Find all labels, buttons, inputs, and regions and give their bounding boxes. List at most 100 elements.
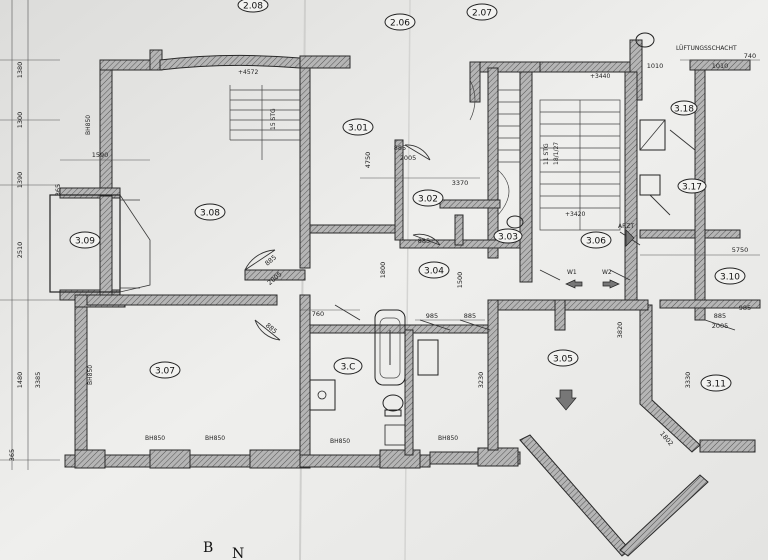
svg-text:3.09: 3.09 [75,237,95,247]
room-labels: 3.08 3.09 3.07 3.01 3.02 3.03 3.04 3.C 3… [69,0,746,392]
room-3-09-outline [49,194,121,293]
svg-text:1380: 1380 [16,62,24,79]
annotations: +4572 +3420 +3440 LÜFTUNGSSCHACHT ARZT W… [85,45,737,560]
bh-label: BH850 [205,435,225,442]
svg-text:2510: 2510 [16,242,24,259]
toilet-3-03 [506,215,524,229]
svg-text:3.05: 3.05 [553,355,573,365]
arzt-label: ARZT [618,223,634,230]
room-label-3-06: 3.06 [580,231,612,249]
bh-label: BH850 [145,435,165,442]
bh-label: BH850 [87,365,94,385]
svg-text:2.08: 2.08 [243,2,263,12]
svg-text:3370: 3370 [452,179,469,187]
stair-left-label: 15 STG [270,108,277,130]
doors [244,129,736,341]
shower-3-18 [639,119,666,151]
svg-text:3.10: 3.10 [720,273,740,283]
bh-label: BH850 [438,435,458,442]
room-label-2-08: 2.08 [237,0,269,13]
room-label-3-01: 3.01 [342,118,374,136]
bh-label: BH850 [85,115,92,135]
svg-text:1300: 1300 [16,112,24,129]
svg-text:885: 885 [418,237,430,245]
svg-text:1480: 1480 [16,372,24,389]
svg-text:2.07: 2.07 [472,9,492,19]
svg-text:3.18: 3.18 [674,105,694,115]
room-label-3-03: 3.03 [493,228,523,244]
svg-text:3.06: 3.06 [586,237,606,247]
stair-main-ratio: 18/1/27 [553,142,560,165]
svg-text:2005: 2005 [712,322,729,330]
level-main: +3420 [565,211,585,218]
room-label-3-05: 3.05 [547,349,579,367]
level-left: +4572 [238,69,258,76]
duct-label: LÜFTUNGSSCHACHT [676,45,737,52]
svg-text:1800: 1800 [379,262,387,279]
room-label-2-07: 2.07 [466,3,498,21]
level-top: +3440 [590,73,610,80]
w2-label: W2 [602,269,612,276]
room-label-3-10: 3.10 [714,267,746,285]
staircase-center [469,79,520,216]
room-label-3-09: 3.09 [69,231,101,249]
svg-text:365: 365 [54,184,62,196]
svg-text:3.01: 3.01 [348,124,368,134]
svg-text:3230: 3230 [477,372,485,389]
svg-text:2.06: 2.06 [390,19,410,29]
svg-text:365: 365 [8,449,16,461]
stair-main-label: 11 STG [543,143,550,165]
room-label-2-06: 2.06 [384,13,416,31]
w1-label: W1 [567,269,577,276]
room-label-3-17: 3.17 [677,178,707,194]
svg-text:5750: 5750 [732,246,749,254]
svg-text:1390: 1390 [16,172,24,189]
svg-text:740: 740 [744,52,756,60]
exterior-walls [59,39,756,557]
svg-text:1590: 1590 [92,151,109,159]
room-label-3-04: 3.04 [418,261,450,279]
bay-window-lines [119,194,151,293]
svg-text:2005: 2005 [400,154,417,162]
toilet-top [635,32,655,48]
svg-text:3385: 3385 [34,372,42,389]
svg-text:1010: 1010 [712,62,729,70]
svg-text:1010: 1010 [647,62,664,70]
svg-text:3820: 3820 [616,322,624,339]
kitchen-sink [417,339,439,376]
svg-text:3.C: 3.C [341,363,356,373]
shaft-box [384,424,406,446]
svg-text:3.07: 3.07 [155,367,175,377]
svg-text:760: 760 [312,310,324,318]
toilet [382,394,404,417]
room-label-3-02: 3.02 [412,189,444,207]
svg-text:885: 885 [714,312,726,320]
svg-text:4750: 4750 [364,152,372,169]
svg-text:985: 985 [739,304,751,312]
svg-text:3.04: 3.04 [424,267,444,277]
room-label-3-c: 3.C [333,357,363,375]
svg-text:3330: 3330 [684,372,692,389]
svg-text:3.17: 3.17 [682,183,702,193]
bottom-letter-n: N [232,546,244,560]
bh-label: BH850 [330,438,350,445]
room-label-3-18: 3.18 [670,100,698,116]
direction-arrows [555,229,635,411]
sink-3-17 [639,174,661,196]
svg-text:3.03: 3.03 [498,233,518,243]
svg-text:985: 985 [426,312,438,320]
washbasin [309,379,336,411]
dimension-lines [0,0,760,470]
svg-text:885: 885 [464,312,476,320]
room-label-3-11: 3.11 [700,374,732,392]
svg-text:885: 885 [394,144,406,152]
svg-text:1500: 1500 [456,272,464,289]
svg-text:3.02: 3.02 [418,195,438,205]
staircase-left [229,85,300,160]
svg-text:3.08: 3.08 [200,209,220,219]
staircase-main [539,99,621,231]
bottom-letter-b: B [203,540,213,556]
bathtub [374,309,406,386]
